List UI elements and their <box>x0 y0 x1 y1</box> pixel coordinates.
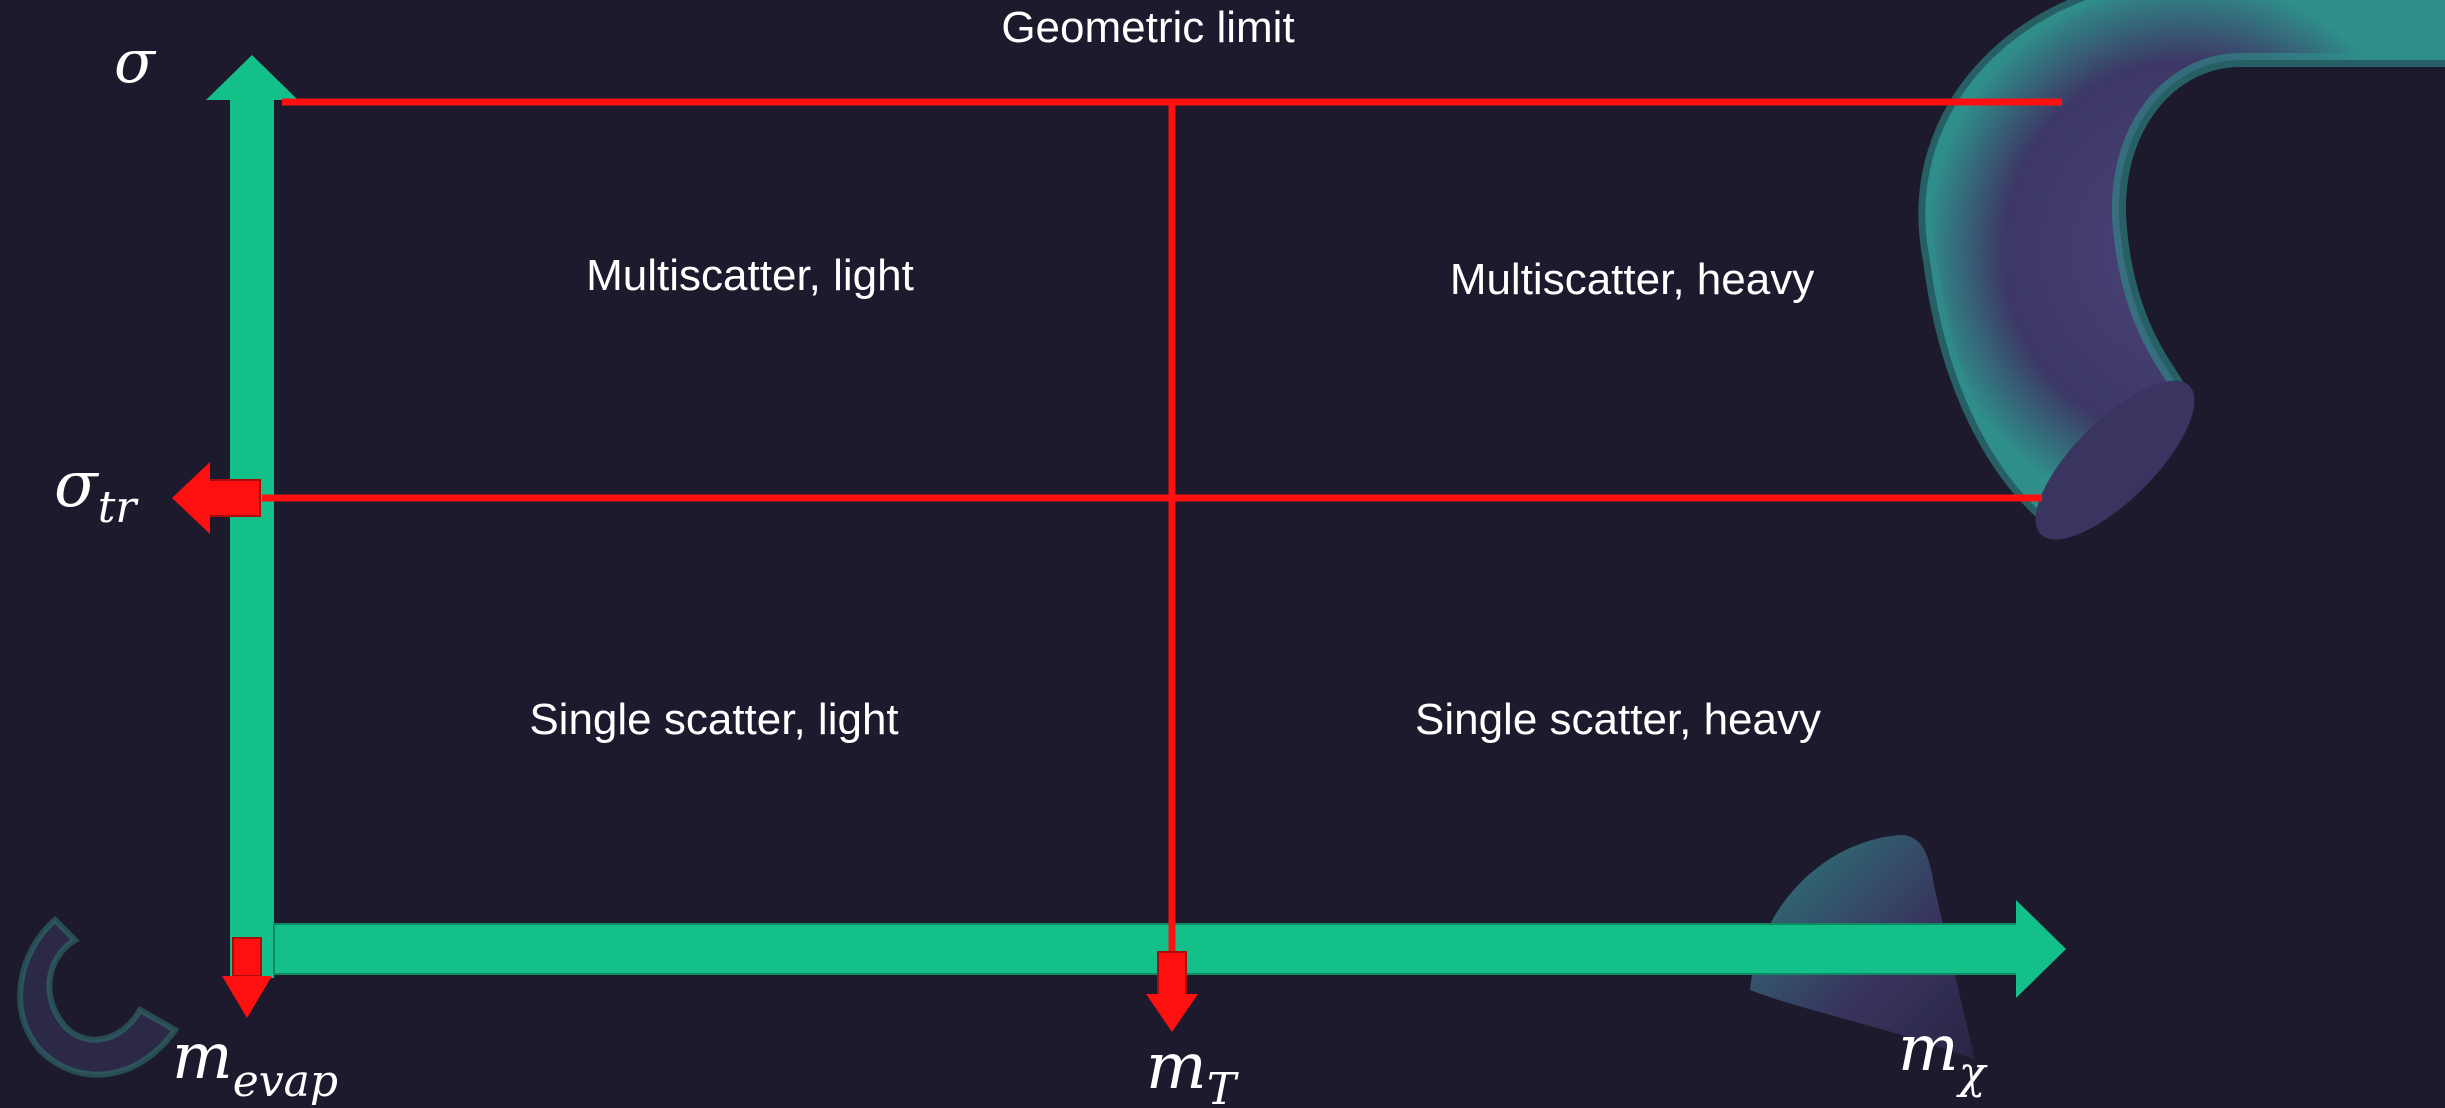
region-label-single-scatter-light: Single scatter, light <box>529 695 898 744</box>
y-axis-arrow <box>206 55 298 978</box>
sigma-tr-arrow <box>172 462 261 534</box>
m-t-base: m <box>1146 1030 1207 1104</box>
m-chi-base: m <box>1898 1012 1959 1086</box>
x-axis-arrow <box>273 900 2066 998</box>
sigma-tr-subscript: tr <box>98 482 140 533</box>
torus-decoration-bottom-left <box>17 915 180 1078</box>
m-t-arrow <box>1146 951 1198 1032</box>
m-chi-label: mχ <box>1898 1012 1988 1099</box>
m-evap-subscript: evap <box>233 1056 338 1107</box>
sigma-tr-label: σtr <box>54 448 139 533</box>
m-chi-subscript: χ <box>1956 1048 1988 1099</box>
region-label-multiscatter-light: Multiscatter, light <box>586 251 914 300</box>
m-evap-arrow <box>222 937 272 1018</box>
y-axis-symbol-sigma: σ <box>114 27 157 97</box>
sigma-tr-base: σ <box>54 448 100 522</box>
m-evap-label: mevap <box>172 1020 338 1107</box>
m-t-subscript: T <box>1207 1064 1240 1108</box>
region-label-multiscatter-heavy: Multiscatter, heavy <box>1450 255 1814 304</box>
m-evap-base: m <box>172 1020 233 1094</box>
torus-decoration-top-right <box>1918 0 2445 540</box>
geometric-limit-label: Geometric limit <box>1001 3 1294 52</box>
region-label-single-scatter-heavy: Single scatter, heavy <box>1415 695 1821 744</box>
m-t-label: mT <box>1146 1030 1240 1108</box>
